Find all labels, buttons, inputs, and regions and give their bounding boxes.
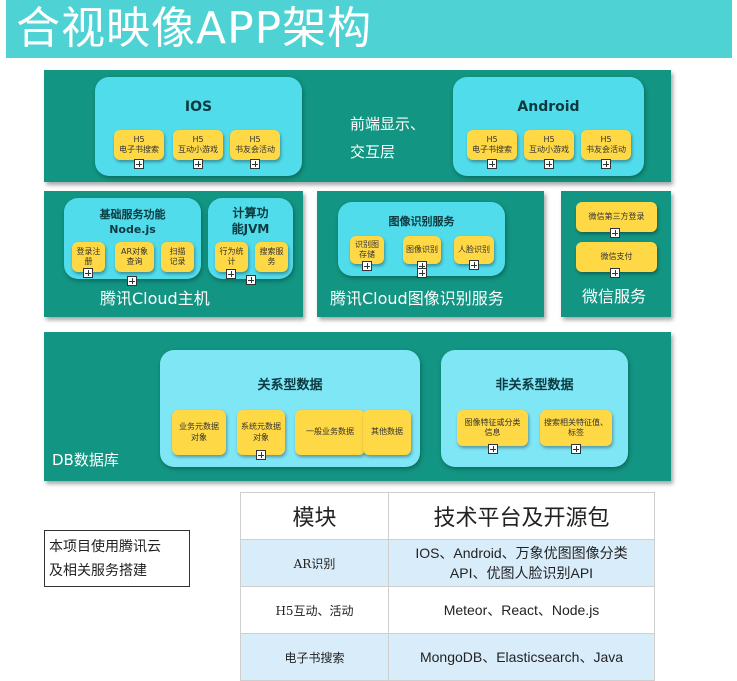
other-data[interactable]: 其他数据 (363, 410, 411, 455)
image-service-caption: 腾讯Cloud图像识别服务 (330, 289, 504, 308)
compute-title: 计算功 能JVM (231, 206, 270, 236)
nonrelational-data-title: 非关系型数据 (495, 378, 574, 393)
table-row: AR识别 IOS、Android、万象优图图像分类 API、优图人脸识别API (240, 539, 655, 587)
expand-icon[interactable] (246, 275, 256, 285)
expand-icon[interactable] (362, 261, 372, 271)
business-metadata-object[interactable]: 业务元数据 对象 (172, 410, 226, 455)
ios-group: IOS H5 电子书搜索 H5 互动小游戏 H5 书友会活动 (95, 77, 302, 176)
image-recognition[interactable]: 图像识别 (403, 236, 441, 264)
expand-icon[interactable] (601, 159, 611, 169)
compute-group: 计算功 能JVM 行为统 计 搜索服 务 (208, 198, 293, 285)
expand-icon[interactable] (469, 260, 479, 270)
base-service-group: 基础服务功能 Node.js 登录注 册 AR对象 查询 扫描 记录 (64, 198, 201, 286)
title-band (6, 0, 732, 58)
project-note: 本项目使用腾讯云 及相关服务搭建 (44, 530, 190, 587)
base-service-title: 基础服务功能 Node.js (99, 208, 166, 236)
scan-record[interactable]: 扫描 记录 (161, 242, 194, 272)
header-module: 模块 (240, 492, 389, 540)
expand-icon[interactable] (544, 159, 554, 169)
behavior-stats[interactable]: 行为统 计 (215, 242, 248, 272)
module-cell: AR识别 (240, 539, 389, 587)
header-tech: 技术平台及开源包 (388, 492, 655, 540)
ios-h5-bookclub-activity[interactable]: H5 书友会活动 (230, 130, 280, 160)
expand-icon[interactable] (417, 268, 427, 278)
face-recognition[interactable]: 人脸识别 (454, 236, 494, 264)
expand-icon[interactable] (256, 450, 266, 460)
login-register[interactable]: 登录注 册 (72, 242, 105, 272)
image-feature-info[interactable]: 图像特征或分类 信息 (457, 410, 528, 446)
frontend-caption: 前端显示、 交互层 (350, 115, 426, 161)
cloud-host-caption: 腾讯Cloud主机 (100, 289, 210, 308)
relational-data-title: 关系型数据 (257, 378, 323, 393)
android-group: Android H5 电子书搜索 H5 互动小游戏 H5 书友会活动 (453, 77, 644, 176)
table-row: H5互动、活动 Meteor、React、Node.js (240, 586, 655, 634)
general-business-data[interactable]: 一般业务数据 (295, 410, 365, 455)
expand-icon[interactable] (226, 269, 236, 279)
expand-icon[interactable] (83, 268, 93, 278)
android-title: Android (517, 99, 580, 115)
expand-icon[interactable] (610, 268, 620, 278)
wechat-caption: 微信服务 (582, 287, 647, 306)
android-h5-bookclub-activity[interactable]: H5 书友会活动 (581, 130, 631, 160)
ios-h5-mini-game[interactable]: H5 互动小游戏 (173, 130, 223, 160)
android-h5-ebook-search[interactable]: H5 电子书搜索 (467, 130, 517, 160)
module-table: 模块 技术平台及开源包 AR识别 IOS、Android、万象优图图像分类 AP… (240, 492, 655, 681)
image-recognition-group: 图像识别服务 识别图 存储 图像识别 人脸识别 (338, 202, 505, 278)
relational-data-group: 关系型数据 业务元数据 对象 系统元数据 对象 一般业务数据 其他数据 (160, 350, 420, 467)
tech-cell: Meteor、React、Node.js (388, 586, 655, 634)
wechat-pay[interactable]: 微信支付 (576, 242, 657, 272)
ar-object-query[interactable]: AR对象 查询 (115, 242, 154, 272)
expand-icon[interactable] (193, 159, 203, 169)
module-cell: 电子书搜索 (240, 633, 389, 681)
expand-icon[interactable] (488, 444, 498, 454)
android-h5-mini-game[interactable]: H5 互动小游戏 (524, 130, 574, 160)
expand-icon[interactable] (250, 159, 260, 169)
recognition-image-storage[interactable]: 识别图 存储 (350, 236, 384, 264)
tech-cell: IOS、Android、万象优图图像分类 API、优图人脸识别API (388, 539, 655, 587)
table-header: 模块 技术平台及开源包 (240, 492, 655, 540)
expand-icon[interactable] (610, 228, 620, 238)
search-service[interactable]: 搜索服 务 (255, 242, 288, 272)
expand-icon[interactable] (571, 444, 581, 454)
ios-title: IOS (184, 99, 213, 115)
table-row: 电子书搜索 MongoDB、Elasticsearch、Java (240, 633, 655, 681)
expand-icon[interactable] (487, 159, 497, 169)
expand-icon[interactable] (134, 159, 144, 169)
system-metadata-object[interactable]: 系统元数据 对象 (237, 410, 285, 455)
page-title: 合视映像APP架构 (16, 3, 373, 54)
module-cell: H5互动、活动 (240, 586, 389, 634)
nonrelational-data-group: 非关系型数据 图像特征或分类 信息 搜索相关特征值、 标签 (441, 350, 628, 467)
db-caption: DB数据库 (52, 451, 119, 469)
expand-icon[interactable] (127, 276, 137, 286)
image-recognition-title: 图像识别服务 (388, 215, 455, 228)
wechat-login[interactable]: 微信第三方登录 (576, 202, 657, 232)
ios-h5-ebook-search[interactable]: H5 电子书搜索 (114, 130, 164, 160)
tech-cell: MongoDB、Elasticsearch、Java (388, 633, 655, 681)
search-feature-tags[interactable]: 搜索相关特征值、 标签 (540, 410, 612, 446)
